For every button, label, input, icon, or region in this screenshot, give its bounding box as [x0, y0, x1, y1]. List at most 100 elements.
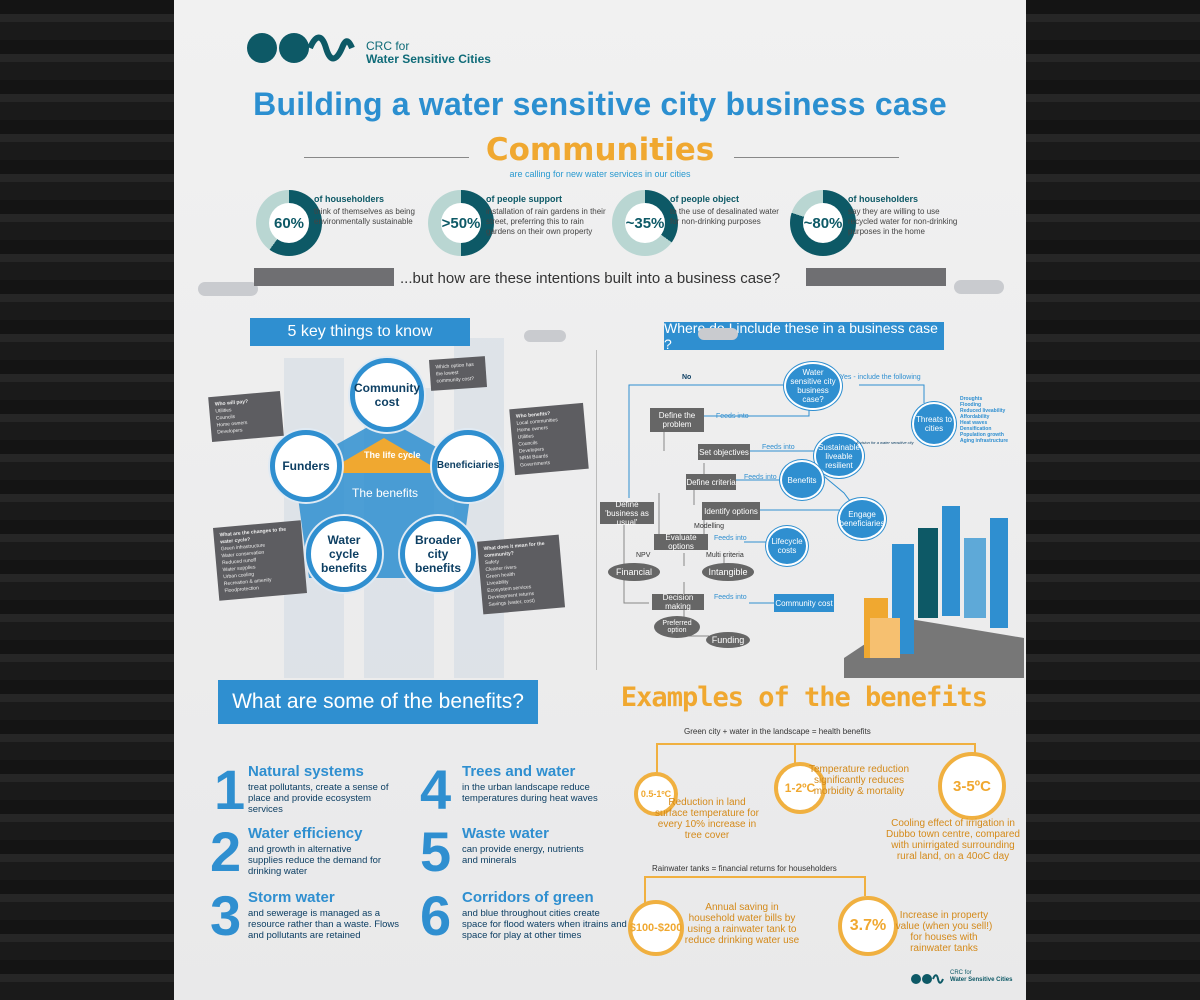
- threats-circle: Threats to cities: [912, 402, 956, 446]
- tag-lowest-cost: Which option has the lowest community co…: [428, 356, 488, 391]
- business-case-question: Water sensitive city business case?: [784, 362, 842, 410]
- cloud-icon: [698, 328, 738, 340]
- flowchart-connectors: [623, 384, 925, 637]
- page-title: Building a water sensitive city business…: [253, 86, 947, 122]
- footer-logo-line1: CRC for: [950, 970, 972, 976]
- community-cost-box: Community cost: [774, 594, 834, 612]
- donut-chart: >50%: [428, 190, 494, 256]
- benefit-desc: in the urban landscape reduce temperatur…: [462, 782, 598, 804]
- communities-heading: Communities: [485, 132, 715, 168]
- tag-body: Safety Cleaner rivers Green health Livea…: [484, 558, 536, 608]
- benefit-number: 5: [420, 820, 452, 883]
- stat-circle: 1-2ºC: [774, 762, 826, 814]
- tag-who-pays: Who will pay?Utilities Councils Home own…: [208, 390, 284, 443]
- green-city-line: Green city + water in the landscape = he…: [684, 727, 871, 736]
- key-things-section: 5 key things to know The life cycle The …: [174, 318, 594, 678]
- identify-options-box: Identify options: [702, 502, 760, 520]
- divider-right: [734, 157, 899, 158]
- threats-list: Droughts Flooding Reduced liveability Af…: [960, 396, 1009, 444]
- tag-head: What does it mean for the community?: [483, 540, 545, 560]
- yes-label: Yes - include the following: [840, 374, 921, 381]
- tag-head: Which option has the lowest community co…: [435, 361, 475, 385]
- preferred-option-oval: Preferred option: [654, 616, 700, 638]
- stat-circle: 3-5ºC: [938, 752, 1006, 820]
- stat-card: ~80% of householders say they are willin…: [790, 190, 990, 260]
- benefit-desc: treat pollutants, create a sense of plac…: [248, 782, 389, 815]
- stat-value: ~80%: [803, 203, 843, 243]
- financial-oval: Financial: [608, 563, 660, 581]
- decision-making-box: Decision making: [652, 593, 704, 611]
- community-cost-circle: Community cost: [350, 358, 424, 432]
- stat-desc: think of themselves as being environment…: [314, 207, 415, 226]
- benefit-desc: and growth in alternative supplies reduc…: [248, 844, 382, 877]
- key-things-title: 5 key things to know: [250, 318, 470, 346]
- connector-line: [656, 743, 976, 745]
- stat-head: of householders: [314, 194, 385, 204]
- feeds-label: Feeds into: [744, 474, 777, 481]
- stat-desc: say they are willing to use recycled wat…: [848, 207, 958, 236]
- stat-desc: to the use of desalinated water for non-…: [670, 207, 779, 226]
- benefit-desc: and blue throughout cities create space …: [462, 908, 627, 941]
- no-label: No: [682, 374, 692, 381]
- feeds-label: Feeds into: [714, 594, 747, 601]
- benefit-desc: can provide energy, nutrients and minera…: [462, 844, 584, 866]
- footer-logo-text: CRC for Water Sensitive Cities: [950, 970, 1012, 984]
- tag-body: Local communities Home owners Utilities …: [516, 417, 559, 469]
- evaluate-options-box: Evaluate options: [654, 533, 708, 551]
- communities-subtitle: are calling for new water services in ou…: [509, 169, 691, 179]
- connector-line: [656, 743, 658, 773]
- benefit-number: 4: [420, 758, 452, 821]
- stat-value: ~35%: [625, 203, 665, 243]
- connector-line: [644, 876, 646, 904]
- lifecycle-label: The life cycle: [364, 450, 421, 460]
- section-divider: [596, 350, 597, 670]
- multi-criteria-label: Multi criteria: [706, 552, 744, 559]
- tag-who-benefits: Who benefits?Local communities Home owne…: [509, 402, 589, 476]
- tag-community-meaning: What does it mean for the community?Safe…: [476, 534, 566, 615]
- intangible-oval: Intangible: [702, 563, 754, 581]
- feeds-label: Feeds into: [714, 535, 747, 542]
- logo-line2: Water Sensitive Cities: [366, 52, 491, 66]
- lifecycle-circle: Lifecycle costs: [766, 526, 808, 566]
- examples-title: Examples of the benefits: [620, 682, 988, 713]
- vision-label: A vision for a water sensitive city: [856, 440, 914, 445]
- city-illustration: [844, 506, 1024, 678]
- stat-text: Increase in property value (when you sel…: [895, 910, 993, 954]
- stat-text: Temperature reduction significantly redu…: [808, 764, 910, 797]
- benefit-number: 6: [420, 884, 452, 947]
- footer-logo-line2: Water Sensitive Cities: [950, 977, 1013, 983]
- set-objectives-box: Set objectives: [698, 444, 750, 460]
- stat-head: of householders: [848, 194, 919, 204]
- question-bar-left: [254, 268, 394, 286]
- connector-line: [644, 876, 866, 878]
- funding-oval: Funding: [706, 632, 750, 648]
- modelling-label: Modelling: [694, 523, 724, 530]
- benefit-number: 3: [210, 884, 242, 947]
- donut-chart: ~80%: [790, 190, 856, 256]
- benefit-title: Trees and water: [462, 763, 576, 780]
- stat-circle: $100-$200: [628, 900, 684, 956]
- stat-text: Cooling effect of irrigation in Dubbo to…: [886, 818, 1020, 862]
- tag-body: Utilities Councils Home owners Developer…: [215, 407, 248, 436]
- infographic-sheet: CRC for Water Sensitive Cities Building …: [174, 0, 1026, 1000]
- benefit-desc: and sewerage is managed as a resource ra…: [248, 908, 400, 941]
- stat-desc: installation of rain gardens in their st…: [486, 207, 606, 236]
- stat-head: of people support: [486, 194, 562, 204]
- beneficiaries-circle: Beneficiaries: [432, 430, 504, 502]
- rainwater-line: Rainwater tanks = financial returns for …: [652, 864, 837, 873]
- broader-city-circle: Broader city benefits: [400, 516, 476, 592]
- stat-value: 60%: [269, 203, 309, 243]
- benefit-number: 2: [210, 820, 242, 883]
- benefits-title: What are some of the benefits?: [218, 680, 538, 724]
- benefits-center-label: The benefits: [352, 486, 419, 500]
- donut-chart: 60%: [256, 190, 322, 256]
- stat-circle: 0.5-1ºC: [634, 772, 678, 816]
- connector-line: [864, 876, 866, 896]
- stat-text: Reduction in land surface temperature fo…: [655, 797, 759, 841]
- engage-circle: Engage beneficiaries: [838, 498, 886, 540]
- benefit-number: 1: [214, 758, 246, 821]
- stat-head: of people object: [670, 194, 740, 204]
- stat-value: >50%: [441, 203, 481, 243]
- feeds-label: Feeds into: [716, 413, 749, 420]
- question-text: ...but how are these intentions built in…: [400, 270, 781, 287]
